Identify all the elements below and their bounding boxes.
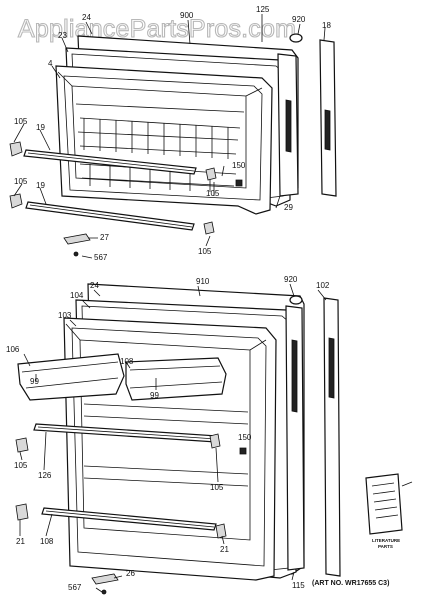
label-upper-567: 567 [94, 253, 108, 262]
lower-handle-slot [291, 339, 298, 413]
label-upper-19a: 19 [36, 123, 45, 132]
lower-bumper-920 [289, 295, 303, 305]
label-lower-24: 24 [90, 281, 99, 290]
label-upper-900: 900 [180, 11, 194, 20]
label-upper-24: 24 [82, 13, 91, 22]
label-upper-105a: 105 [14, 117, 28, 126]
label-lower-104: 104 [70, 291, 84, 300]
lower-door-assembly: 910 920 24 102 104 103 106 108 99 99 105… [6, 275, 341, 595]
label-lower-26: 26 [126, 569, 135, 578]
upper-bumper-920 [289, 33, 303, 43]
label-lower-567: 567 [68, 583, 82, 592]
art-number-note: (ART NO. WR17655 C3) [312, 580, 389, 587]
label-lower-102: 102 [316, 281, 330, 290]
literature-label-line-2: PARTS [378, 544, 393, 549]
label-upper-4: 4 [48, 59, 53, 68]
label-lower-126: 126 [38, 471, 52, 480]
label-lower-105b: 105 [210, 483, 224, 492]
label-upper-27: 27 [100, 233, 109, 242]
upper-door-assembly: 24 900 125 920 23 4 18 105 19 150 105 19… [9, 5, 337, 262]
label-lower-920: 920 [284, 275, 298, 284]
label-lower-21b: 21 [220, 545, 229, 554]
lower-part-150 [239, 447, 247, 455]
lower-bin-right [125, 357, 227, 401]
label-lower-108: 108 [120, 357, 134, 366]
lower-trim-strip [323, 297, 341, 577]
label-upper-105d: 105 [198, 247, 212, 256]
upper-clip-1 [9, 141, 23, 157]
label-lower-103: 103 [58, 311, 72, 320]
lower-clip-4 [215, 523, 227, 539]
label-lower-105a: 105 [14, 461, 28, 470]
label-lower-910: 910 [196, 277, 210, 286]
label-lower-21a: 21 [16, 537, 25, 546]
lower-clip-3 [15, 503, 29, 521]
label-upper-105c: 105 [206, 189, 220, 198]
upper-screw-567 [73, 251, 79, 257]
label-upper-920: 920 [292, 15, 306, 24]
upper-clip-4 [203, 221, 215, 235]
label-lower-150: 150 [238, 433, 252, 442]
upper-clip-2 [9, 193, 23, 209]
literature-booklet [365, 473, 403, 535]
label-lower-108b: 108 [40, 537, 54, 546]
lower-clip-1 [15, 437, 29, 453]
label-lower-106: 106 [6, 345, 20, 354]
lower-bracket-26 [91, 573, 119, 585]
literature-parts: LITERATURE PARTS [365, 473, 413, 549]
label-lower-115: 115 [292, 581, 305, 590]
lower-bin-left [17, 353, 125, 401]
upper-clip-3 [205, 167, 217, 181]
label-upper-105b: 105 [14, 177, 28, 186]
label-lower-99a: 99 [30, 377, 39, 386]
label-upper-29: 29 [284, 203, 293, 212]
lower-clip-2 [209, 433, 221, 449]
literature-label-line-1: LITERATURE [372, 538, 400, 543]
label-upper-19b: 19 [36, 181, 45, 190]
upper-handle-slot [285, 99, 292, 153]
upper-part-150 [235, 179, 243, 187]
label-lower-99b: 99 [150, 391, 159, 400]
watermark-text: AppliancePartsPros.com [18, 15, 296, 43]
upper-bracket-27 [63, 233, 91, 245]
label-upper-125: 125 [256, 5, 270, 14]
lower-side-plate [285, 305, 305, 571]
label-upper-18: 18 [322, 21, 331, 30]
lower-screw-567 [101, 589, 107, 595]
label-upper-23: 23 [58, 31, 67, 40]
label-upper-150: 150 [232, 161, 246, 170]
